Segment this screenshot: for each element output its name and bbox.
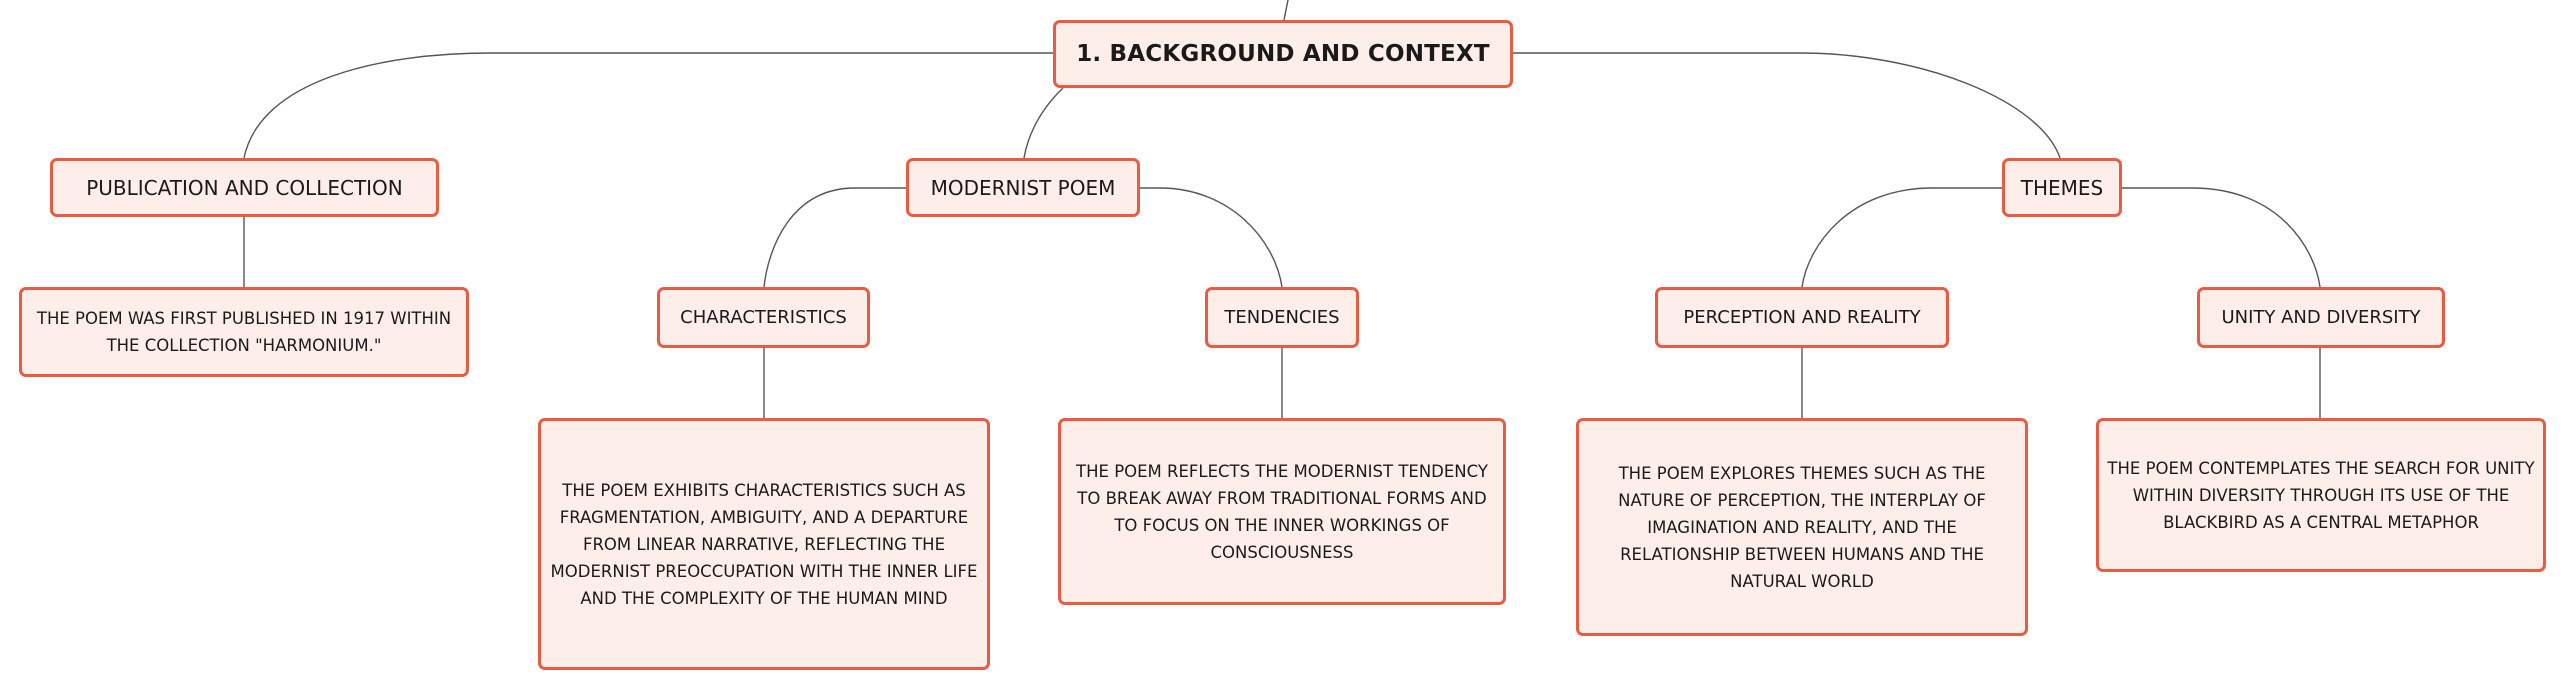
connector-modernist-tendencies: [1140, 187, 1283, 288]
topic-themes[interactable]: THEMES: [2002, 158, 2122, 217]
detail-text: THE POEM EXHIBITS CHARACTERISTICS SUCH A…: [550, 480, 978, 608]
detail-perception-and-reality[interactable]: THE POEM EXPLORES THEMES SUCH AS THE NAT…: [1576, 418, 2028, 636]
topic-label: PUBLICATION AND COLLECTION: [86, 175, 403, 200]
connector-root-modernist: [1023, 87, 1064, 159]
connector-root-themes: [1513, 52, 2061, 159]
detail-text: THE POEM REFLECTS THE MODERNIST TENDENCY…: [1076, 461, 1488, 562]
detail-tendencies[interactable]: THE POEM REFLECTS THE MODERNIST TENDENCY…: [1058, 418, 1506, 605]
subtopic-perception-and-reality[interactable]: PERCEPTION AND REALITY: [1655, 287, 1949, 348]
subtopic-characteristics[interactable]: CHARACTERISTICS: [657, 287, 870, 348]
connector-root-publication: [243, 52, 1053, 159]
subtopic-label: TENDENCIES: [1224, 307, 1340, 328]
detail-text: THE POEM EXPLORES THEMES SUCH AS THE NAT…: [1618, 463, 1986, 591]
topic-publication-and-collection[interactable]: PUBLICATION AND COLLECTION: [50, 158, 439, 217]
topic-label: MODERNIST POEM: [930, 175, 1116, 200]
connector-themes-perception: [1801, 187, 2002, 288]
detail-unity-and-diversity[interactable]: THE POEM CONTEMPLATES THE SEARCH FOR UNI…: [2096, 418, 2546, 572]
subtopic-label: PERCEPTION AND REALITY: [1683, 307, 1921, 328]
topic-modernist-poem[interactable]: MODERNIST POEM: [906, 158, 1140, 217]
detail-text: THE POEM WAS FIRST PUBLISHED IN 1917 WIT…: [36, 309, 452, 355]
connector-themes-unity: [2122, 187, 2321, 288]
connector-modernist-characteristics: [763, 187, 906, 288]
subtopic-tendencies[interactable]: TENDENCIES: [1205, 287, 1359, 348]
root-topic[interactable]: 1. BACKGROUND AND CONTEXT: [1053, 20, 1513, 88]
detail-publication[interactable]: THE POEM WAS FIRST PUBLISHED IN 1917 WIT…: [19, 287, 469, 377]
subtopic-unity-and-diversity[interactable]: UNITY AND DIVERSITY: [2197, 287, 2445, 348]
detail-text: THE POEM CONTEMPLATES THE SEARCH FOR UNI…: [2107, 458, 2535, 532]
subtopic-label: UNITY AND DIVERSITY: [2221, 307, 2421, 328]
detail-characteristics[interactable]: THE POEM EXHIBITS CHARACTERISTICS SUCH A…: [538, 418, 990, 670]
root-topic-label: 1. BACKGROUND AND CONTEXT: [1076, 41, 1490, 67]
subtopic-label: CHARACTERISTICS: [680, 307, 847, 328]
topic-label: THEMES: [2020, 175, 2104, 200]
connector-root-incoming: [1283, 0, 1289, 21]
